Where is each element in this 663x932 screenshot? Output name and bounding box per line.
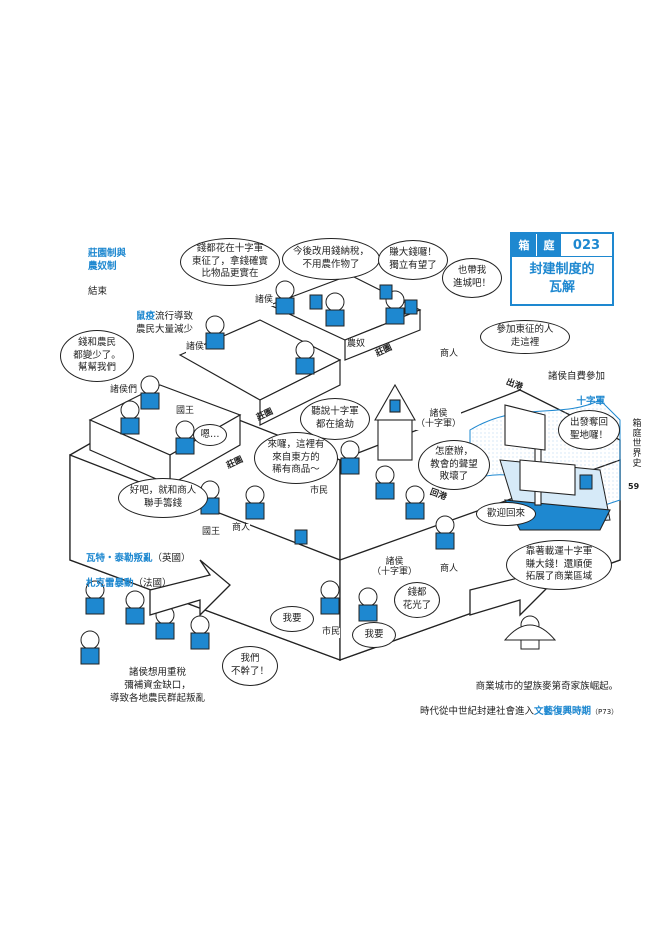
label-lords-3: 諸侯們 <box>110 385 138 396</box>
bubble-church: 怎麼辦， 教會的聲望 敗壞了 <box>418 440 490 490</box>
revolts-note-rest2: （法國） <box>133 578 172 590</box>
bottom-note-ref: （P73） <box>591 708 619 717</box>
chapter-number: 023 <box>572 237 601 253</box>
bubble-money-crusade: 錢都花在十字軍 東征了，拿錢確實 比物品更實在 <box>180 238 280 286</box>
figures <box>80 280 540 665</box>
plague-note-rest: 流行導致 農民大量減少 <box>136 310 194 335</box>
bottom-note-line2-highlight: 文藝復興時期 <box>534 706 592 718</box>
bottom-note-line2-prefix: 時代從中世紀封建社會進入 <box>420 706 535 718</box>
revolts-note-highlight1: 瓦特・泰勒叛亂 <box>86 552 153 564</box>
bubble-tax-money: 今後改用錢納稅， 不用農作物了 <box>282 238 380 280</box>
manor-note-rest: 結束 <box>88 286 108 298</box>
bubble-join-east: 參加東征的人 走這裡 <box>480 320 570 354</box>
bottom-note: 商業城市的望族麥第奇家族崛起。 時代從中世紀封建社會進入文藝復興時期（P73） <box>420 668 618 719</box>
bottom-note-line1: 商業城市的望族麥第奇家族崛起。 <box>475 680 619 692</box>
label-merchant-3: 商人 <box>440 564 459 575</box>
revolts-note-rest1: （英國） <box>152 552 191 564</box>
barrels <box>294 284 593 545</box>
label-citizen-2: 市民 <box>322 627 341 638</box>
shell <box>503 624 557 641</box>
bubble-enter-city: 也帶我 進城吧！ <box>442 258 502 298</box>
bubble-retake: 出發奪回 聖地囉！ <box>558 410 620 450</box>
revolts-note: 瓦特・泰勒叛亂（英國） 札克雷暴動（法國） <box>86 540 191 591</box>
label-lords-1: 諸侯 <box>255 295 274 306</box>
label-lords-crusade-2: 諸侯 （十字軍） <box>372 557 418 578</box>
page-number: 59 <box>628 482 640 491</box>
bubble-merchants-fund: 好吧，就和商人 聯手籌錢 <box>118 478 208 518</box>
bubble-no-money: 錢都 花光了 <box>394 582 440 618</box>
crusade-self-note-text: 諸侯自費參加 <box>548 370 606 382</box>
bubble-rich: 賺大錢囉！ 獨立有望了 <box>378 240 448 280</box>
bubble-hmm: 嗯… <box>193 424 227 446</box>
bubble-welcome: 歡迎回來 <box>476 502 536 526</box>
side-tab: 箱 庭 世 界 史 <box>632 419 642 469</box>
manor-note: 莊園制與 農奴制 結束 <box>88 235 126 299</box>
label-king-2: 國王 <box>202 527 221 538</box>
chapter-title-box: 箱 庭 023 封建制度的 瓦解 <box>510 232 614 306</box>
revolts-note-highlight2: 札克雷暴動 <box>86 578 134 590</box>
bubble-ship-money: 靠著載運十字軍 賺大錢！還順便 拓展了商業區域 <box>506 540 612 590</box>
church <box>374 383 416 461</box>
label-king: 國王 <box>176 406 195 417</box>
bubble-want-2: 我要 <box>352 622 396 648</box>
label-lords-2: 諸侯 <box>186 342 205 353</box>
label-merchant-1: 商人 <box>440 349 459 360</box>
label-lords-crusade-1: 諸侯 （十字軍） <box>416 409 462 430</box>
title-cell-1: 箱 <box>512 234 536 256</box>
label-citizen-1: 市民 <box>310 486 329 497</box>
crusade-self-note: 諸侯自費參加 十字軍 <box>548 358 605 409</box>
bubble-money-farmers: 錢和農民 都變少了。 幫幫我們 <box>60 330 134 382</box>
bubble-east-goods: 來囉，這裡有 來自東方的 稀有商品～ <box>254 432 338 484</box>
label-serf: 農奴 <box>347 339 366 350</box>
crusade-self-note-highlight: 十字軍 <box>576 396 606 408</box>
plague-note-highlight: 鼠疫 <box>136 310 156 322</box>
bubble-quit: 我們 不幹了！ <box>222 646 278 686</box>
heavy-tax-note: 諸侯想用重稅 彌補資金缺口， 導致各地農民群起叛亂 <box>110 667 206 704</box>
label-merchant-2: 商人 <box>232 523 251 534</box>
plague-note: 鼠疫流行導致 農民大量減少 <box>136 298 193 336</box>
bubble-heard-crusade: 聽說十字軍 都在搶劫 <box>300 398 370 440</box>
title-cell-2: 庭 <box>537 234 561 256</box>
chapter-title: 封建制度的 瓦解 <box>529 262 595 295</box>
manor-note-highlight: 莊園制與 農奴制 <box>88 247 127 272</box>
bubble-want-1: 我要 <box>270 606 314 632</box>
